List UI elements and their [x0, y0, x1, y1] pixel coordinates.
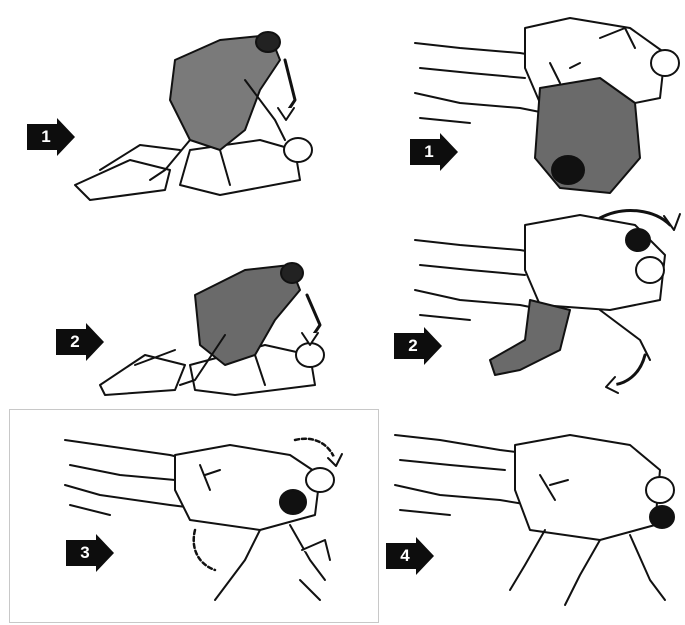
figure-drawing	[390, 415, 680, 620]
step-badge-right-1: 1	[410, 133, 458, 171]
step-badge-left-3: 3	[66, 534, 114, 572]
figure-drawing	[70, 20, 330, 200]
figure-drawing	[410, 200, 680, 400]
figure-drawing	[410, 8, 680, 203]
figure-drawing	[95, 255, 345, 400]
illustration-right-step-4	[390, 415, 680, 620]
illustration-right-step-1	[410, 8, 680, 203]
step-badge-right-4: 4	[386, 537, 434, 575]
illustration-left-step-1	[70, 20, 330, 200]
step-badge-right-2: 2	[394, 327, 442, 365]
illustration-left-step-2	[95, 255, 345, 400]
step-number: 1	[418, 141, 440, 163]
step-number: 3	[74, 542, 96, 564]
step-number: 4	[394, 545, 416, 567]
illustration-left-step-3	[60, 420, 360, 615]
step-badge-left-2: 2	[56, 323, 104, 361]
step-badge-left-1: 1	[27, 118, 75, 156]
step-number: 1	[35, 126, 57, 148]
figure-drawing	[60, 420, 360, 615]
step-number: 2	[64, 331, 86, 353]
illustration-right-step-2	[410, 200, 680, 400]
step-number: 2	[402, 335, 424, 357]
